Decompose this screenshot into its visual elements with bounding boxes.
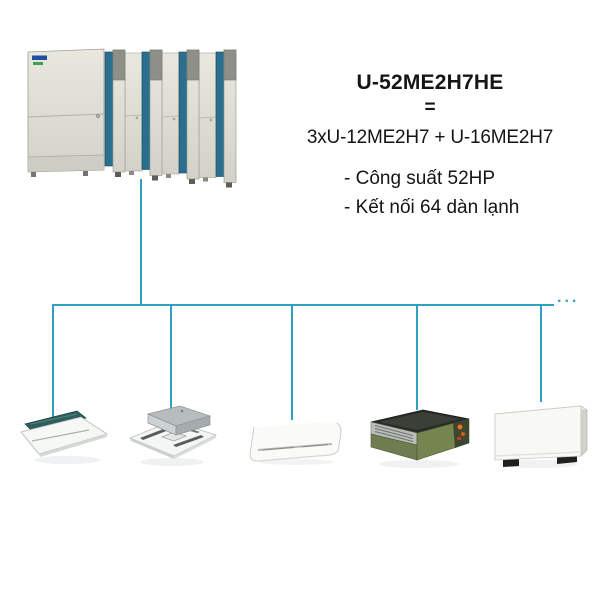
indoor-unit-wall-mounted bbox=[249, 420, 342, 465]
indoor-unit-4-way-cassette bbox=[128, 405, 218, 466]
refrigerant-line-drop-1 bbox=[52, 304, 54, 420]
indoor-unit-floor-standing bbox=[493, 405, 589, 468]
refrigerant-line-drop-4 bbox=[416, 304, 418, 410]
spec-text-block: U-52ME2H7HE = 3xU-12ME2H7 + U-16ME2H7 - … bbox=[300, 71, 560, 222]
spec-bullet-connection: - Kết nối 64 dàn lạnh bbox=[344, 197, 520, 218]
more-units-ellipsis: ... bbox=[557, 289, 580, 306]
ecoi-logo bbox=[33, 62, 43, 65]
outdoor-unit-bank-image bbox=[27, 48, 237, 188]
model-name: U-52ME2H7HE bbox=[356, 71, 504, 94]
refrigerant-line-drop-2 bbox=[170, 304, 172, 410]
combination-formula: 3xU-12ME2H7 + U-16ME2H7 bbox=[306, 127, 554, 148]
refrigerant-line-drop-5 bbox=[540, 304, 542, 402]
equals-sign: = bbox=[424, 97, 436, 118]
refrigerant-valve-icon bbox=[457, 424, 463, 430]
spec-bullet-capacity: - Công suất 52HP bbox=[344, 168, 496, 189]
refrigerant-valve-icon bbox=[460, 431, 466, 437]
outdoor-module-columns bbox=[104, 49, 237, 188]
indoor-unit-ducted bbox=[370, 409, 470, 468]
refrigerant-line-bus bbox=[52, 304, 554, 306]
panasonic-logo bbox=[32, 55, 47, 60]
refrigerant-line-drop-3 bbox=[291, 304, 293, 420]
indoor-unit-1-way-cassette bbox=[20, 410, 108, 464]
refrigerant-line-riser bbox=[140, 179, 142, 306]
spec-bullet-list: - Công suất 52HP - Kết nối 64 dàn lạnh bbox=[300, 164, 560, 222]
